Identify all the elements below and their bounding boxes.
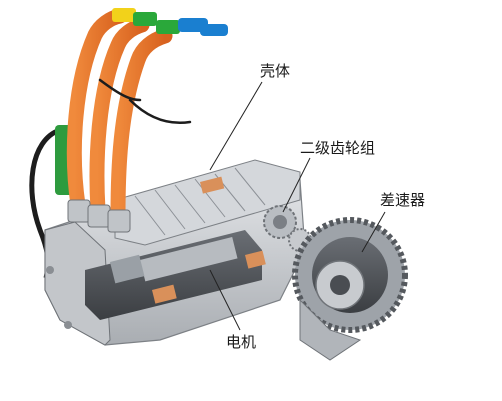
- motor-cutaway: [85, 176, 266, 320]
- label-differential: 差速器: [380, 191, 426, 209]
- cable-connectors: [112, 8, 228, 36]
- label-housing: 壳体: [260, 62, 291, 80]
- label-gear-set: 二级齿轮组: [300, 139, 376, 157]
- cable-glands: [67, 199, 131, 233]
- label-motor: 电机: [226, 333, 257, 351]
- power-cables: [66, 8, 192, 223]
- differential: [292, 217, 408, 361]
- leader-lines: [209, 81, 386, 331]
